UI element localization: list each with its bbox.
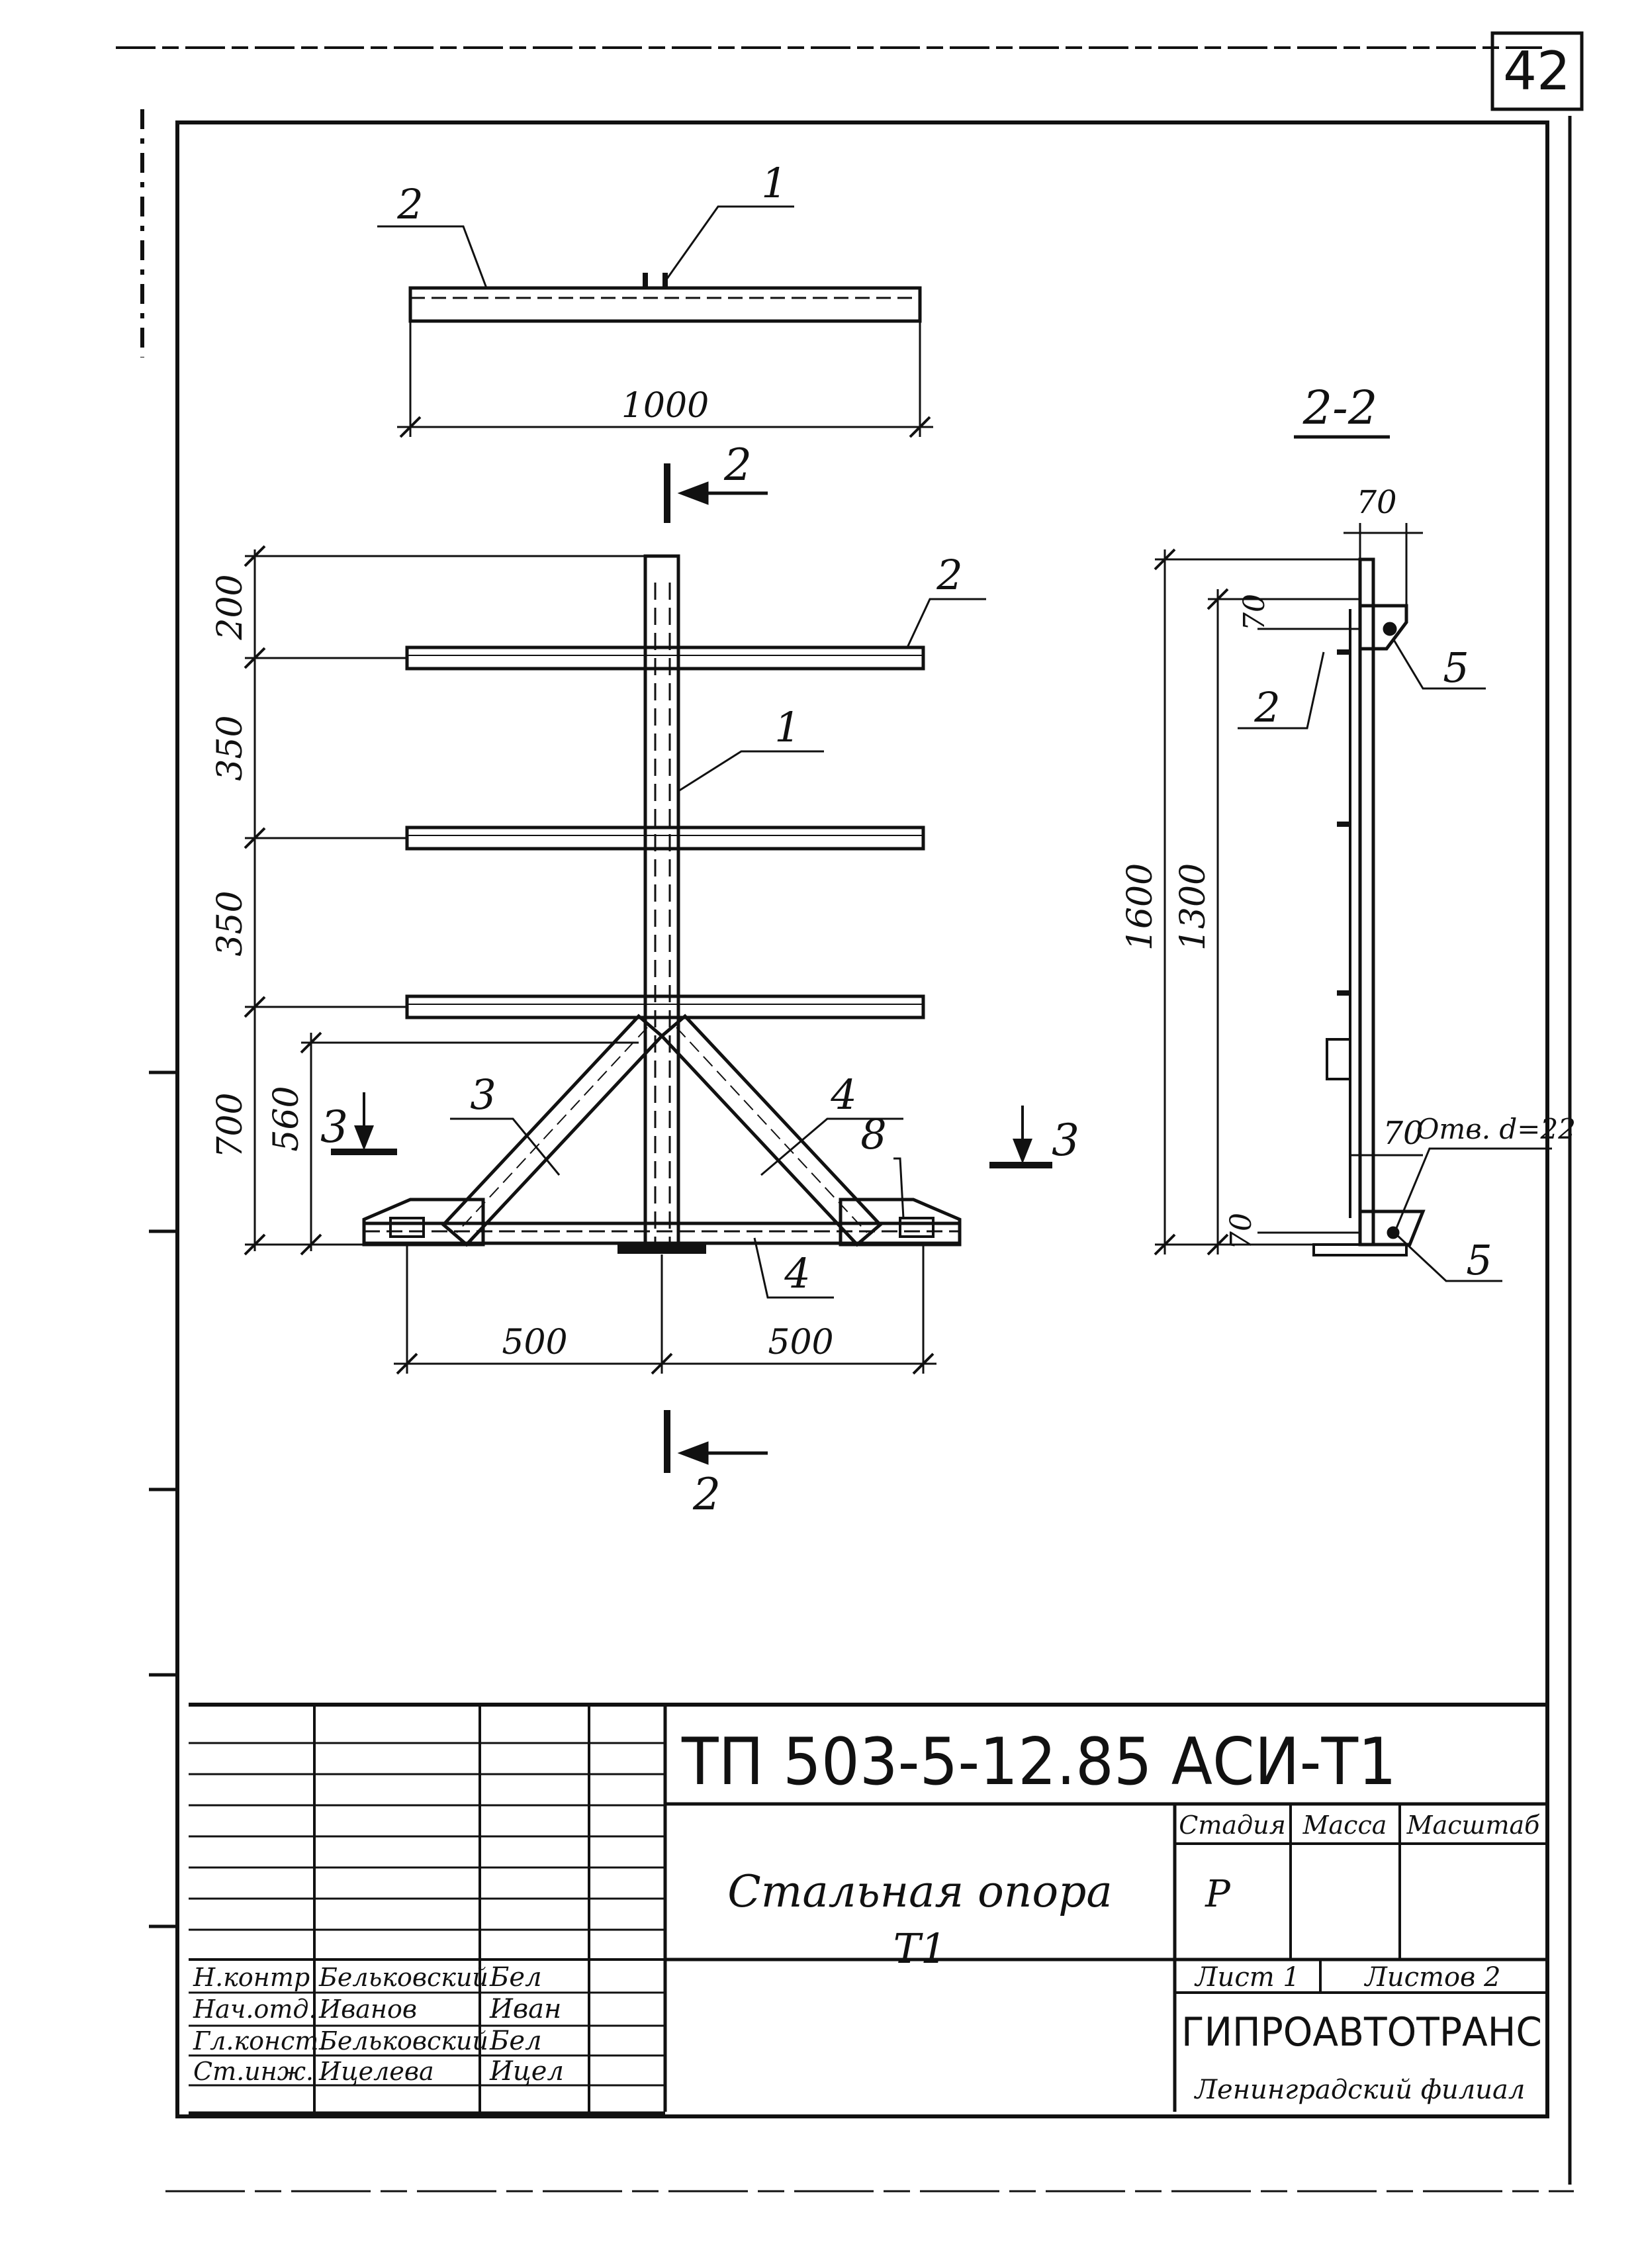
plan-callout-bar: 2 <box>396 180 423 228</box>
section-dim-1300: 1300 <box>1173 863 1213 951</box>
drawing-designation: ТП 503-5-12.85 АСИ-Т1 <box>681 1725 1396 1800</box>
sheet-border <box>116 31 1584 2193</box>
page-number: 42 <box>1503 40 1571 102</box>
signature-name: Бельковский <box>318 2026 488 2055</box>
callout-plate-8: 8 <box>860 1110 886 1158</box>
sheet-label: Лист 1 <box>1194 1962 1300 1993</box>
section-callout-top-plate: 5 <box>1443 643 1469 692</box>
dim-200: 200 <box>210 574 250 640</box>
dim-500-left: 500 <box>502 1323 567 1362</box>
signature-role: Нач.отд. <box>193 1995 317 2024</box>
signature-mark: Бел <box>489 2026 542 2056</box>
section-mark-bottom-label: 2 <box>692 1469 721 1520</box>
base-plate-left <box>362 1198 485 1247</box>
dim-350-b: 350 <box>210 890 250 956</box>
section-top-plate <box>1358 604 1408 651</box>
mass-header: Масса <box>1302 1811 1387 1840</box>
signature-row: Гл.конст. Бельковский Бел <box>193 2026 542 2056</box>
item-name-line1: Стальная опора <box>727 1866 1112 1917</box>
section-view <box>1154 523 1552 1282</box>
stage-header: Стадия <box>1179 1811 1285 1840</box>
signature-mark: Иван <box>489 1994 561 2024</box>
section-post <box>1358 557 1375 1247</box>
section-callout-bar: 2 <box>1254 683 1280 732</box>
plan-view <box>377 205 933 438</box>
section-3-right-label: 3 <box>1052 1115 1079 1166</box>
signature-name: Иванов <box>318 1995 417 2024</box>
item-name-line2: Т1 <box>893 1924 947 1973</box>
org-name: ГИПРОАВТОТРАНС <box>1181 2009 1542 2055</box>
callout-post-1: 1 <box>774 703 800 751</box>
plan-bar-outline <box>408 286 922 323</box>
signature-mark: Бел <box>489 1962 542 1993</box>
signature-role: Н.контр <box>193 1963 310 1992</box>
signature-role: Гл.конст. <box>193 2026 326 2055</box>
section-mark-top-label: 2 <box>723 440 752 491</box>
dim-700: 700 <box>210 1092 250 1158</box>
section-3-left-label: 3 <box>320 1102 348 1153</box>
signature-row: Ст.инж. Ицелева Ицел <box>193 2056 564 2087</box>
signature-name: Бельковский <box>318 1963 488 1992</box>
signature-mark: Ицел <box>489 2056 564 2087</box>
section-mark-top <box>664 463 768 523</box>
section-dim-bottom-offset: 70 <box>1224 1213 1258 1250</box>
brace-right <box>659 1014 883 1247</box>
scale-header: Масштаб <box>1406 1811 1541 1840</box>
sheets-label: Листов 2 <box>1364 1962 1501 1993</box>
callout-base-4: 4 <box>784 1249 810 1298</box>
dim-560: 560 <box>267 1086 306 1151</box>
plan-callout-post: 1 <box>761 159 787 207</box>
section-mark-bottom <box>664 1410 768 1473</box>
signature-name: Ицелева <box>318 2057 434 2086</box>
signature-row: Нач.отд. Иванов Иван <box>193 1994 561 2024</box>
plan-dim-length: 1000 <box>621 386 709 426</box>
shelf-3 <box>405 994 925 1019</box>
stage-value: Р <box>1205 1873 1231 1916</box>
base-plate-right <box>839 1198 962 1247</box>
org-branch: Ленинградский филиал <box>1194 2075 1526 2105</box>
signature-row: Н.контр Бельковский Бел <box>193 1962 542 1993</box>
dim-350-a: 350 <box>210 715 250 780</box>
signature-role: Ст.инж. <box>193 2057 314 2086</box>
title-block <box>189 1703 1547 2115</box>
section-hole-note: Отв. d=22 <box>1416 1113 1576 1145</box>
dim-500-right: 500 <box>768 1323 833 1362</box>
section-dim-top-offset: 70 <box>1238 594 1271 631</box>
front-view <box>244 545 1052 1375</box>
post <box>643 554 680 1250</box>
section-dim-bottom-width: 70 <box>1383 1115 1423 1152</box>
section-dim-top-width: 70 <box>1356 484 1396 521</box>
section-dim-1600: 1600 <box>1120 863 1160 951</box>
shelf-1 <box>405 645 925 671</box>
callout-bar-2: 2 <box>936 551 962 599</box>
section-title: 2-2 <box>1302 381 1378 435</box>
callout-brace-3: 3 <box>470 1070 496 1119</box>
shelf-2 <box>405 826 925 851</box>
brace-left <box>441 1014 664 1247</box>
callout-brace-4: 4 <box>830 1070 856 1119</box>
section-callout-bottom-plate: 5 <box>1466 1236 1492 1284</box>
